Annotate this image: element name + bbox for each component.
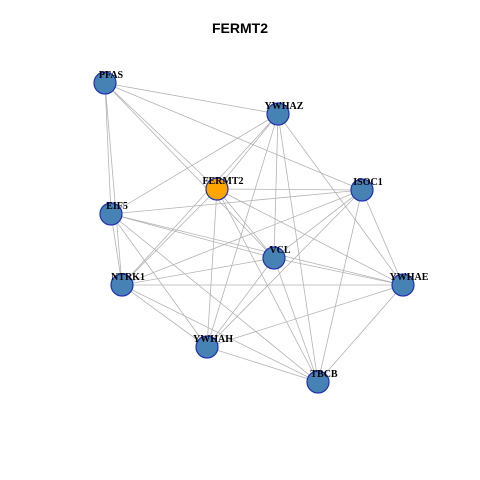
edge-ywhaz-fermt2 <box>216 113 279 190</box>
edge-fermt2-vcl <box>216 188 275 259</box>
node-isoc1 <box>350 178 374 202</box>
edge-ywhaz-vcl <box>273 113 279 259</box>
node-label-vcl: VCL <box>269 245 290 256</box>
edge-ywhaz-ntrk1 <box>121 113 279 286</box>
edge-vcl-ywhae <box>273 257 404 286</box>
node-pfas <box>93 71 117 95</box>
edge-pfas-ywhaz <box>104 82 279 115</box>
node-label-fermt2: FERMT2 <box>202 176 243 187</box>
edge-ywhaz-ywhah <box>206 113 279 348</box>
edge-ntrk1-ywhah <box>121 284 208 348</box>
node-label-ywhae: YWHAE <box>390 272 429 283</box>
node-label-isoc1: ISOC1 <box>353 177 382 188</box>
edge-pfas-vcl <box>104 82 275 259</box>
edge-eif5-ywhae <box>110 213 404 286</box>
edge-pfas-isoc1 <box>104 82 363 191</box>
edge-ywhae-ywhah <box>206 284 404 348</box>
edge-eif5-tbcb <box>110 213 319 383</box>
edge-vcl-tbcb <box>273 257 319 383</box>
edge-isoc1-vcl <box>273 189 363 259</box>
node-ntrk1 <box>110 273 134 297</box>
node-label-ywhah: YWHAH <box>193 334 233 345</box>
node-eif5 <box>99 202 123 226</box>
node-label-ntrk1: NTRK1 <box>111 272 145 283</box>
edge-eif5-ntrk1 <box>110 213 123 286</box>
node-ywhae <box>391 273 415 297</box>
edge-pfas-fermt2 <box>104 82 218 190</box>
edge-isoc1-eif5 <box>110 189 363 215</box>
edge-isoc1-ywhah <box>206 189 363 348</box>
edge-pfas-ntrk1 <box>104 82 123 286</box>
node-ywhaz <box>266 102 290 126</box>
edge-isoc1-ntrk1 <box>121 189 363 286</box>
graph-title: FERMT2 <box>212 20 268 36</box>
edge-ywhah-tbcb <box>206 346 319 383</box>
edge-fermt2-ywhae <box>216 188 404 286</box>
node-label-ywhaz: YWHAZ <box>265 101 304 112</box>
edge-ywhaz-eif5 <box>110 113 279 215</box>
edge-ywhae-tbcb <box>317 284 404 383</box>
node-label-eif5: EIF5 <box>106 201 128 212</box>
edge-fermt2-ywhah <box>206 188 218 348</box>
edge-vcl-ntrk1 <box>121 257 275 286</box>
node-fermt2 <box>205 177 229 201</box>
edge-pfas-eif5 <box>104 82 112 215</box>
edge-isoc1-ywhae <box>361 189 404 286</box>
edge-layer <box>104 82 404 383</box>
edge-fermt2-isoc1 <box>216 188 363 191</box>
edge-ywhaz-ywhae <box>277 113 404 286</box>
node-label-tbcb: TBCB <box>310 369 338 380</box>
edge-ywhaz-tbcb <box>277 113 319 383</box>
node-vcl <box>262 246 286 270</box>
edge-eif5-ywhah <box>110 213 208 348</box>
node-label-pfas: PFAS <box>99 70 124 81</box>
edge-eif5-vcl <box>110 213 275 259</box>
node-ywhah <box>195 335 219 359</box>
edge-ntrk1-tbcb <box>121 284 319 383</box>
node-tbcb <box>306 370 330 394</box>
edge-isoc1-tbcb <box>317 189 363 383</box>
